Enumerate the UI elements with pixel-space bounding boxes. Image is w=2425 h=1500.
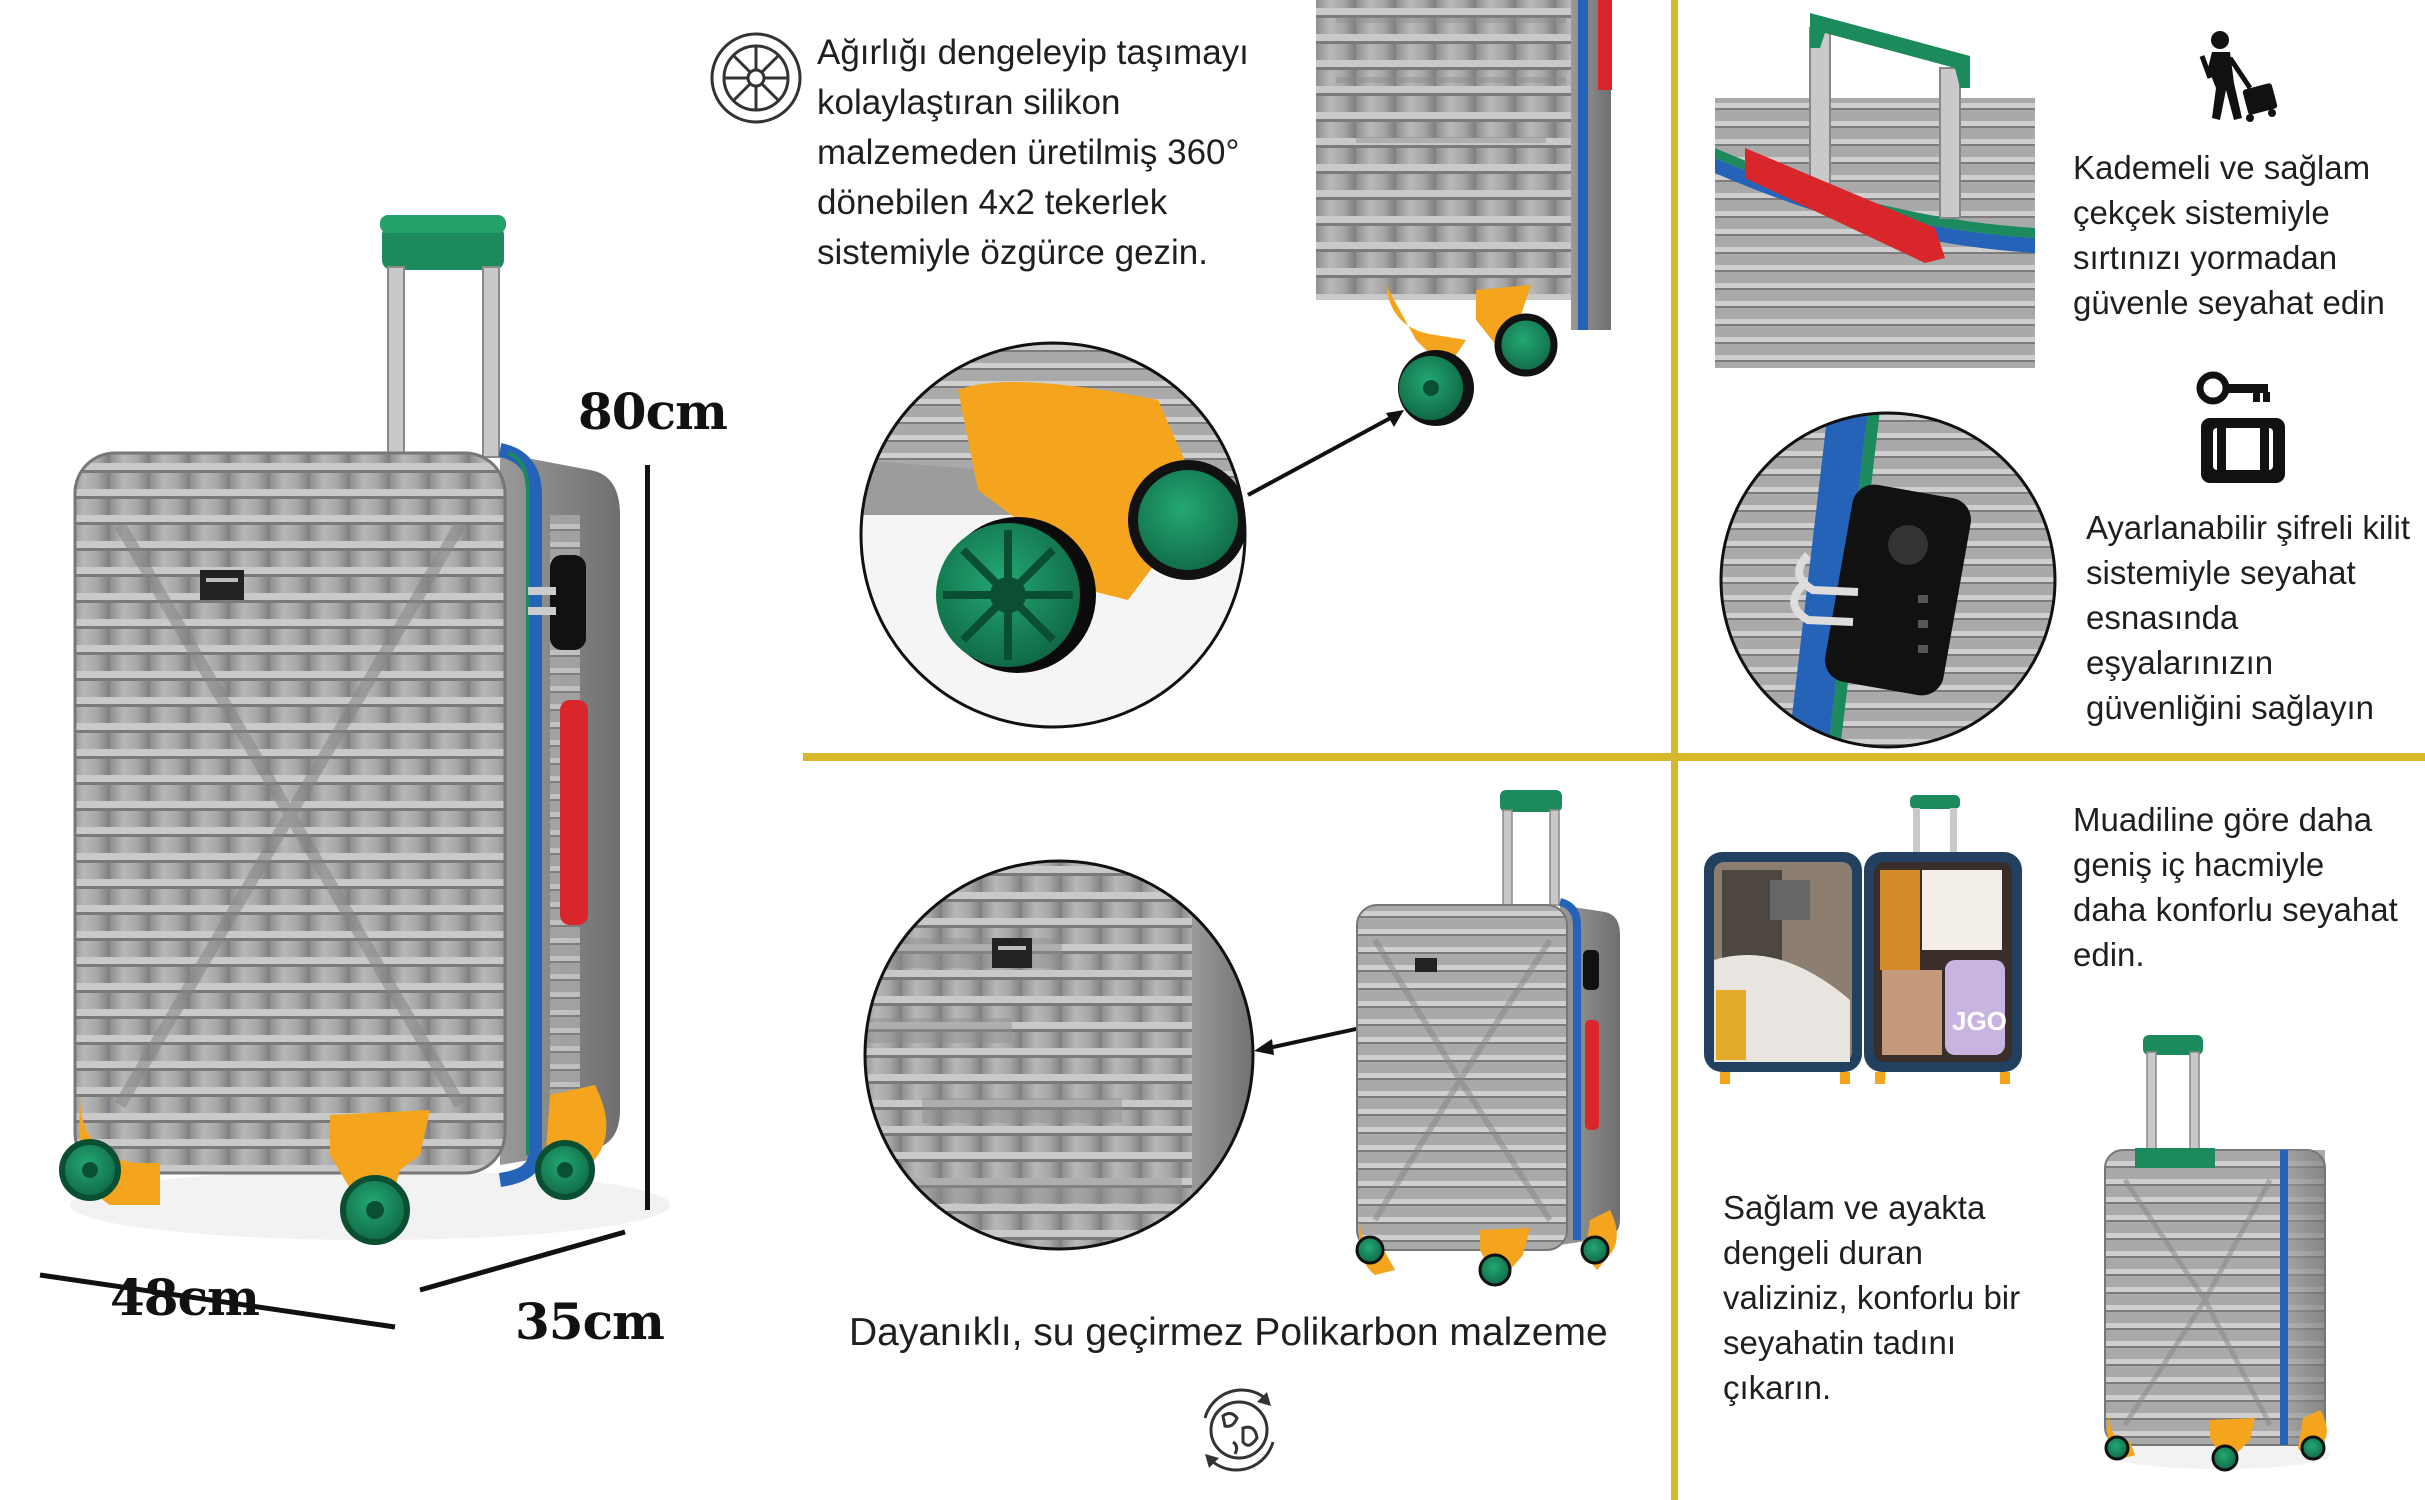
suitcase-bottom-partial-image xyxy=(1316,0,1656,460)
wheel-icon xyxy=(708,30,804,126)
stability-feature-text: Sağlam ve ayakta dengeli duran valiziniz… xyxy=(1723,1185,2063,1410)
stability-feature-line: seyahatin tadını xyxy=(1723,1324,1956,1361)
wheels-feature-line: sistemiyle özgürce gezin. xyxy=(817,233,1208,272)
volume-feature-line: edin. xyxy=(2073,936,2145,973)
globe-recycle-icon xyxy=(1187,1380,1292,1480)
lock-icon xyxy=(2193,370,2293,485)
suitcase-back-image xyxy=(2095,1030,2345,1480)
material-caption: Dayanıklı, su geçirmez Polikarbon malzem… xyxy=(849,1311,1608,1354)
lock-feature-line: güvenliğini sağlayın xyxy=(2086,689,2375,726)
lock-closeup-image xyxy=(1718,410,2058,750)
handle-feature-line: sırtınızı yormadan xyxy=(2073,239,2338,276)
height-dimension-line xyxy=(645,465,650,1210)
open-suitcase-image: JGO xyxy=(1700,790,2025,1090)
handle-feature-line: çekçek sistemiyle xyxy=(2073,194,2330,231)
lock-feature-line: esnasında xyxy=(2086,599,2239,636)
wheels-feature-line: Ağırlığı dengeleyip taşımayı xyxy=(817,33,1249,72)
handle-feature-line: güvenle seyahat edin xyxy=(2073,284,2385,321)
suitcase-front-small-image xyxy=(1345,780,1630,1290)
divider-horizontal-middle xyxy=(803,753,2425,761)
width-dimension-label: 48cm xyxy=(110,1268,260,1327)
lock-feature-text: Ayarlanabilir şifreli kilit sistemiyle s… xyxy=(2086,505,2425,730)
divider-vertical-right xyxy=(1671,0,1678,1500)
stability-feature-line: valiziniz, konforlu bir xyxy=(1723,1279,2021,1316)
lock-feature-line: sistemiyle seyahat xyxy=(2086,554,2356,591)
wheels-feature-line: dönebilen 4x2 tekerlek xyxy=(817,183,1168,222)
stability-feature-line: çıkarın. xyxy=(1723,1369,1832,1406)
wheels-feature-line: kolaylaştıran silikon xyxy=(817,83,1121,122)
height-dimension-label: 80cm xyxy=(578,382,728,441)
volume-feature-line: Muadiline göre daha xyxy=(2073,801,2373,838)
packed-item-label: JGO xyxy=(1952,1006,2007,1036)
handle-closeup-image xyxy=(1715,8,2035,368)
stability-feature-line: dengeli duran xyxy=(1723,1234,1923,1271)
handle-feature-line: Kademeli ve sağlam xyxy=(2073,149,2371,186)
wheel-closeup-image xyxy=(858,340,1248,730)
wheel-pointer-arrow xyxy=(1247,405,1408,500)
wheels-feature-text: Ağırlığı dengeleyip taşımayı kolaylaştır… xyxy=(817,28,1317,278)
lock-feature-line: eşyalarınızın xyxy=(2086,644,2274,681)
main-suitcase-image xyxy=(30,195,750,1295)
lock-feature-line: Ayarlanabilir şifreli kilit xyxy=(2086,509,2410,546)
handle-feature-text: Kademeli ve sağlam çekçek sistemiyle sır… xyxy=(2073,145,2413,325)
volume-feature-line: daha konforlu seyahat xyxy=(2073,891,2398,928)
stability-feature-line: Sağlam ve ayakta xyxy=(1723,1189,1986,1226)
depth-dimension-label: 35cm xyxy=(515,1292,665,1351)
volume-feature-text: Muadiline göre daha geniş iç hacmiyle da… xyxy=(2073,797,2418,977)
depth-dimension-line xyxy=(419,1229,640,1293)
traveler-icon xyxy=(2190,28,2290,128)
volume-feature-line: geniş iç hacmiyle xyxy=(2073,846,2325,883)
shell-closeup-image xyxy=(862,858,1256,1252)
wheels-feature-line: malzemeden üretilmiş 360° xyxy=(817,133,1240,172)
